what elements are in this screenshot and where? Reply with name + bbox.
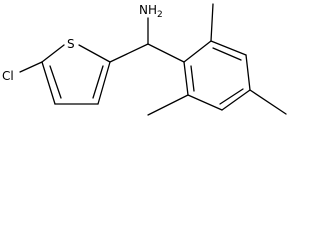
bond-ch-aryl: [147, 43, 185, 63]
bond-ar2-ar3-inner: [212, 47, 242, 61]
atom-h: H: [148, 3, 157, 17]
bond-ar4-ar5-inner: [219, 88, 244, 105]
structure-diagram: Cl S N H 2: [0, 0, 293, 131]
bond-c4-c5-inner: [49, 65, 62, 99]
molecule-drawing: Cl S N H 2: [2, 3, 287, 116]
bond-c2-ch: [109, 43, 149, 63]
bond-cl-c5: [19, 61, 43, 73]
bond-methyl-top: [210, 3, 214, 42]
bond-ar6-ar1: [183, 61, 189, 96]
bond-ar1-ar2: [183, 40, 212, 63]
bond-c4-c5: [41, 61, 56, 105]
bond-ar4-ar5: [221, 89, 251, 111]
bond-methyl-right: [249, 89, 287, 115]
bond-c5-s: [41, 44, 65, 63]
atom-n: N: [139, 3, 148, 17]
atom-cl: Cl: [2, 69, 14, 83]
bond-c2-c3-inner: [92, 65, 104, 99]
bond-ar5-ar6: [187, 94, 223, 111]
bond-methyl-bottom: [147, 94, 189, 116]
atom-h-subscript: 2: [157, 10, 163, 20]
bond-c2-c3: [97, 61, 111, 105]
bond-s-c2: [78, 44, 111, 63]
bond-ar6-ar1-inner: [190, 65, 195, 92]
atom-s: S: [67, 37, 75, 51]
bond-ar3-ar4: [245, 54, 251, 91]
bond-ar2-ar3: [210, 40, 247, 56]
